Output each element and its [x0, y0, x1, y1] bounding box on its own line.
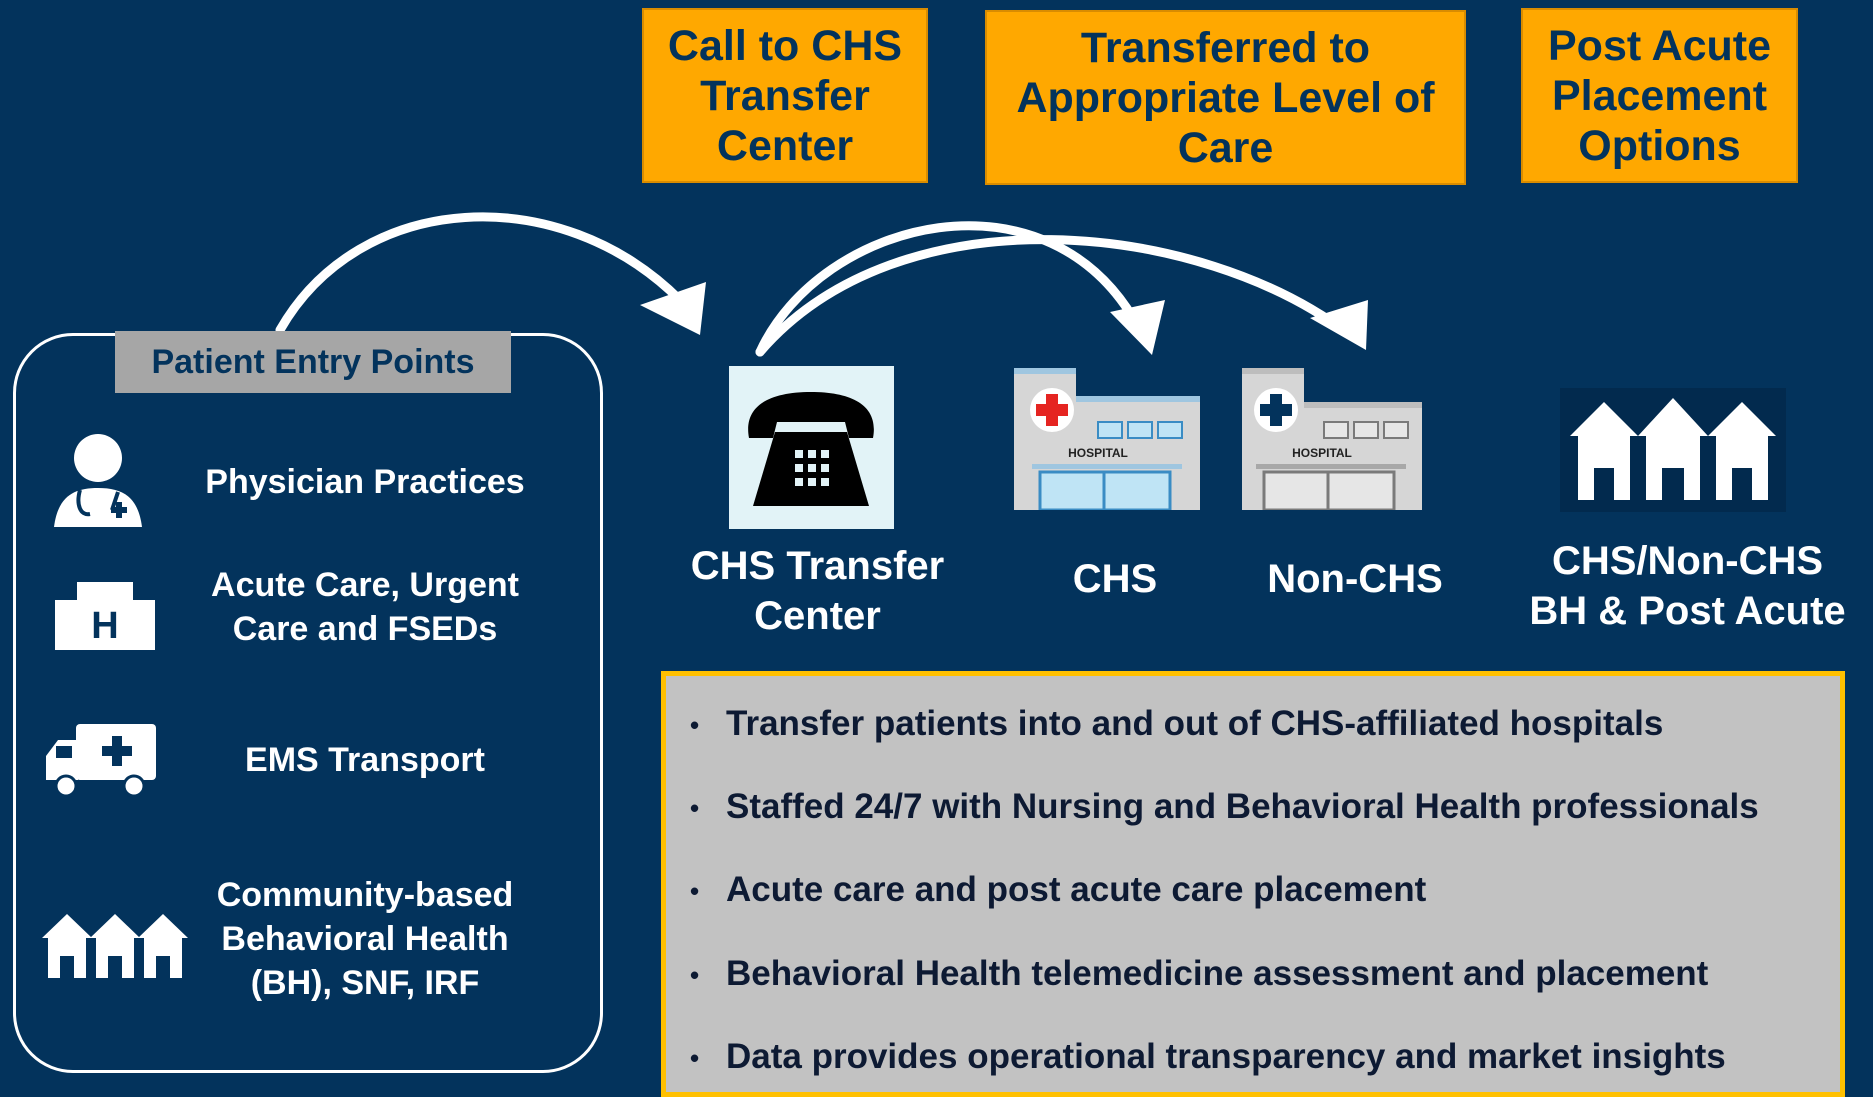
- nonchs-hospital-sign: HOSPITAL: [1292, 446, 1352, 460]
- hospital-h-icon: H: [55, 582, 155, 650]
- arrow-transfer-to-chs: [755, 221, 1145, 357]
- info-bullet: •Behavioral Health telemedicine assessme…: [690, 954, 1709, 993]
- label-chs-transfer-center: CHS Transfer Center: [690, 544, 945, 638]
- info-bullet-text: Staffed 24/7 with Nursing and Behavioral…: [726, 787, 1759, 826]
- entry-community-bh: Community-based Behavioral Health (BH), …: [216, 876, 514, 1002]
- doctor-icon: [54, 434, 142, 527]
- info-bullet-text: Behavioral Health telemedicine assessmen…: [726, 954, 1709, 993]
- entry-acute-care: Acute Care, Urgent Care and FSEDs: [211, 566, 519, 648]
- hospital-red-cross-icon: HOSPITAL: [1014, 368, 1200, 510]
- arrowhead-nonchs: [1310, 300, 1368, 350]
- telephone-icon: [748, 392, 874, 506]
- header-box-call: Call to CHS Transfer Center: [642, 8, 928, 183]
- info-box: •Transfer patients into and out of CHS-a…: [661, 671, 1845, 1097]
- entry-points-title: Patient Entry Points: [115, 331, 511, 393]
- info-bullet: •Data provides operational transparency …: [690, 1037, 1726, 1076]
- houses-icon-small: [42, 914, 188, 978]
- svg-text:H: H: [91, 605, 118, 647]
- arrow-entry-to-transfer: [275, 212, 685, 335]
- info-bullet-text: Transfer patients into and out of CHS-af…: [726, 704, 1664, 743]
- ambulance-icon: [46, 724, 156, 798]
- info-bullet-text: Data provides operational transparency a…: [726, 1037, 1726, 1076]
- entry-physician-practices: Physician Practices: [205, 463, 525, 501]
- header-box-call-label: Call to CHS Transfer Center: [667, 21, 903, 170]
- entry-ems-transport: EMS Transport: [245, 741, 485, 779]
- houses-icon: [1570, 398, 1776, 500]
- chs-hospital-sign: HOSPITAL: [1068, 446, 1128, 460]
- label-bh-post-acute: CHS/Non-CHS BH & Post Acute: [1529, 539, 1846, 633]
- header-box-transferred: Transferred to Appropriate Level of Care: [985, 10, 1466, 185]
- info-bullet: •Staffed 24/7 with Nursing and Behaviora…: [690, 787, 1759, 826]
- telephone-tile: [729, 366, 894, 529]
- info-bullet: •Transfer patients into and out of CHS-a…: [690, 704, 1664, 743]
- arrow-transfer-to-nonchs: [755, 235, 1355, 357]
- arrowhead-chs: [1110, 300, 1165, 355]
- arrowhead-transfer: [640, 282, 706, 335]
- label-non-chs: Non-CHS: [1267, 557, 1443, 601]
- info-bullet-text: Acute care and post acute care placement: [726, 870, 1427, 909]
- label-chs: CHS: [1072, 557, 1158, 601]
- header-box-post-acute-label: Post Acute Placement Options: [1548, 21, 1771, 170]
- info-bullet: •Acute care and post acute care placemen…: [690, 870, 1427, 909]
- hospital-blue-cross-icon: HOSPITAL: [1242, 368, 1422, 510]
- header-box-transferred-label: Transferred to Appropriate Level of Care: [1016, 23, 1435, 172]
- header-box-post-acute: Post Acute Placement Options: [1521, 8, 1798, 183]
- post-acute-houses-tile: [1560, 388, 1786, 512]
